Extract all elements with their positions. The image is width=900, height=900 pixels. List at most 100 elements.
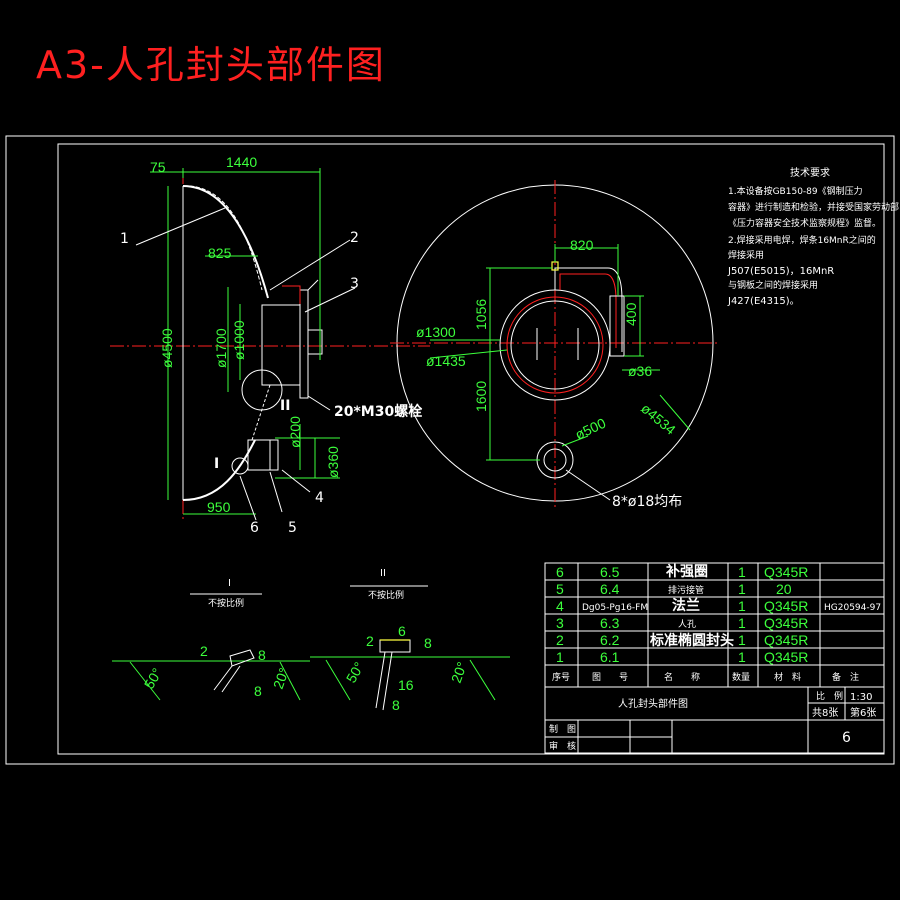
bom-no: 3 xyxy=(556,615,564,631)
drain-flange-inner xyxy=(543,448,567,472)
bom-row-6: 6 6.5 补强圈 1 Q345R xyxy=(556,563,808,580)
manhole-red-edge xyxy=(282,285,301,304)
svg-text:数量: 数量 xyxy=(732,671,750,683)
head-shell-lower xyxy=(182,439,256,501)
bom-code: 6.2 xyxy=(600,632,620,648)
bom-header: 序号 图 号 名 称 数量 材 料 备 注 xyxy=(552,671,859,683)
tech-heading: 技术要求 xyxy=(790,166,830,179)
side-view: 75 1440 825 ø4500 ø1700 ø1000 950 ø200 ø… xyxy=(110,154,430,536)
bom-material: Q345R xyxy=(764,615,808,631)
bom-material: Q345R xyxy=(764,564,808,580)
detail-ii-a50: 50° xyxy=(343,659,367,685)
dim-825: 825 xyxy=(208,245,232,261)
bom-qty: 1 xyxy=(738,598,746,614)
dim-950: 950 xyxy=(207,499,231,515)
tech-line-4: 2.焊接采用电焊，焊条16MnR之间的 xyxy=(728,234,876,246)
dim-200: ø200 xyxy=(287,416,303,448)
tech-line-2: 容器》进行制造和检验，并接受国家劳动部 xyxy=(728,201,899,213)
svg-text:材 料: 材 料 xyxy=(774,671,801,683)
dim-1700: ø1700 xyxy=(213,328,229,368)
dim-360: ø360 xyxy=(325,446,341,478)
detail-i-d2: 2 xyxy=(200,643,208,659)
bom-code: 6.1 xyxy=(600,649,620,665)
manhole-neck xyxy=(261,304,301,386)
drain-nozzle xyxy=(247,439,279,471)
bom-code: 6.5 xyxy=(600,564,620,580)
dim-500: ø500 xyxy=(573,415,609,443)
bom-qty: 1 xyxy=(738,581,746,597)
dim-1000: ø1000 xyxy=(231,320,247,360)
dim-4500: ø4500 xyxy=(159,328,175,368)
dim-36: ø36 xyxy=(628,363,652,379)
leader-6 xyxy=(239,475,257,521)
title-drawing-name: 人孔封头部件图 xyxy=(618,697,688,710)
bolt-label: 20*M30螺栓 xyxy=(334,403,422,420)
detail-i-d8a: 8 xyxy=(258,647,266,663)
leader-bolt xyxy=(307,395,331,411)
drawing-title: A3-人孔封头部件图 xyxy=(36,43,386,87)
title-drawer: 制 图 xyxy=(549,723,576,735)
head-shell-upper xyxy=(182,185,269,299)
bom-no: 5 xyxy=(556,581,564,597)
callout-3: 3 xyxy=(350,276,359,292)
detail-ii-d8b: 8 xyxy=(392,697,400,713)
dim-820: 820 xyxy=(570,237,594,253)
davit-arm xyxy=(554,267,623,352)
callout-2: 2 xyxy=(350,230,359,246)
tech-requirements: 技术要求 1.本设备按GB150-89《钢制压力 容器》进行制造和检验，并接受国… xyxy=(727,166,899,307)
bom-name: 标准椭圆封头 xyxy=(649,632,734,649)
svg-text:备 注: 备 注 xyxy=(832,671,859,683)
bom-material: Q345R xyxy=(764,649,808,665)
inner-border xyxy=(57,143,885,755)
detail-ii-d2: 2 xyxy=(366,633,374,649)
bom-material: 20 xyxy=(776,581,792,597)
dim-400: 400 xyxy=(623,302,639,326)
callout-4: 4 xyxy=(315,490,324,506)
dim-line-500 xyxy=(561,435,589,447)
leader-5 xyxy=(269,471,283,513)
bom-name: 法兰 xyxy=(672,597,700,614)
detail-ii-label: II xyxy=(380,568,386,579)
dim-line-1435 xyxy=(429,349,508,359)
manhole-cover-top xyxy=(307,279,319,291)
callout-6: 6 xyxy=(250,520,259,536)
detail-i: I 不按比例 2 8 8 50° 20° xyxy=(112,578,310,701)
tech-line-8: J427(E4315)。 xyxy=(727,296,800,307)
detail-ii-flange xyxy=(379,639,411,653)
detail-ii: II 不按比例 2 6 8 16 8 50° 20° xyxy=(310,568,510,713)
callout-1: 1 xyxy=(120,231,129,247)
detail-i-weld xyxy=(229,649,255,667)
roman-i: I xyxy=(214,456,219,472)
detail-ii-d8a: 8 xyxy=(424,635,432,651)
bom-no: 4 xyxy=(556,598,564,614)
davit-arm-red xyxy=(559,273,617,348)
manhole-hinge xyxy=(307,329,323,355)
bom-row-3: 3 6.3 人孔 1 Q345R xyxy=(556,615,808,631)
bom-name: 人孔 xyxy=(678,619,696,630)
detail-ii-d16: 16 xyxy=(398,677,414,693)
title-checker: 审 核 xyxy=(549,740,576,752)
bom-row-5: 5 6.4 排污接管 1 20 xyxy=(556,581,792,597)
detail-ii-scale: 不按比例 xyxy=(368,589,404,601)
detail-ii-a20: 20° xyxy=(448,660,470,685)
title-sheet-no: 第6张 xyxy=(850,706,876,719)
manhole-bore xyxy=(510,300,600,390)
bom-name: 排污接管 xyxy=(668,584,704,596)
tech-line-3: 《压力容器安全技术监察规程》监督。 xyxy=(728,217,881,229)
title-sheets-total: 共8张 xyxy=(812,707,838,719)
leader-2 xyxy=(269,239,351,291)
svg-text:名 称: 名 称 xyxy=(664,671,700,683)
bom-no: 2 xyxy=(556,632,564,648)
hole-label: 8*ø18均布 xyxy=(612,494,682,510)
bom-code: 6.4 xyxy=(600,581,620,597)
head-shell-upper-inner xyxy=(189,185,263,291)
leader-4 xyxy=(281,469,311,493)
dim-1300: ø1300 xyxy=(416,324,456,340)
bom-qty: 1 xyxy=(738,564,746,580)
davit-post xyxy=(609,295,625,357)
tech-line-5: 焊接采用 xyxy=(728,249,764,261)
bom-code: 6.3 xyxy=(600,615,620,631)
title-scale-value: 1:30 xyxy=(850,692,872,703)
dim-1600: 1600 xyxy=(473,381,489,412)
